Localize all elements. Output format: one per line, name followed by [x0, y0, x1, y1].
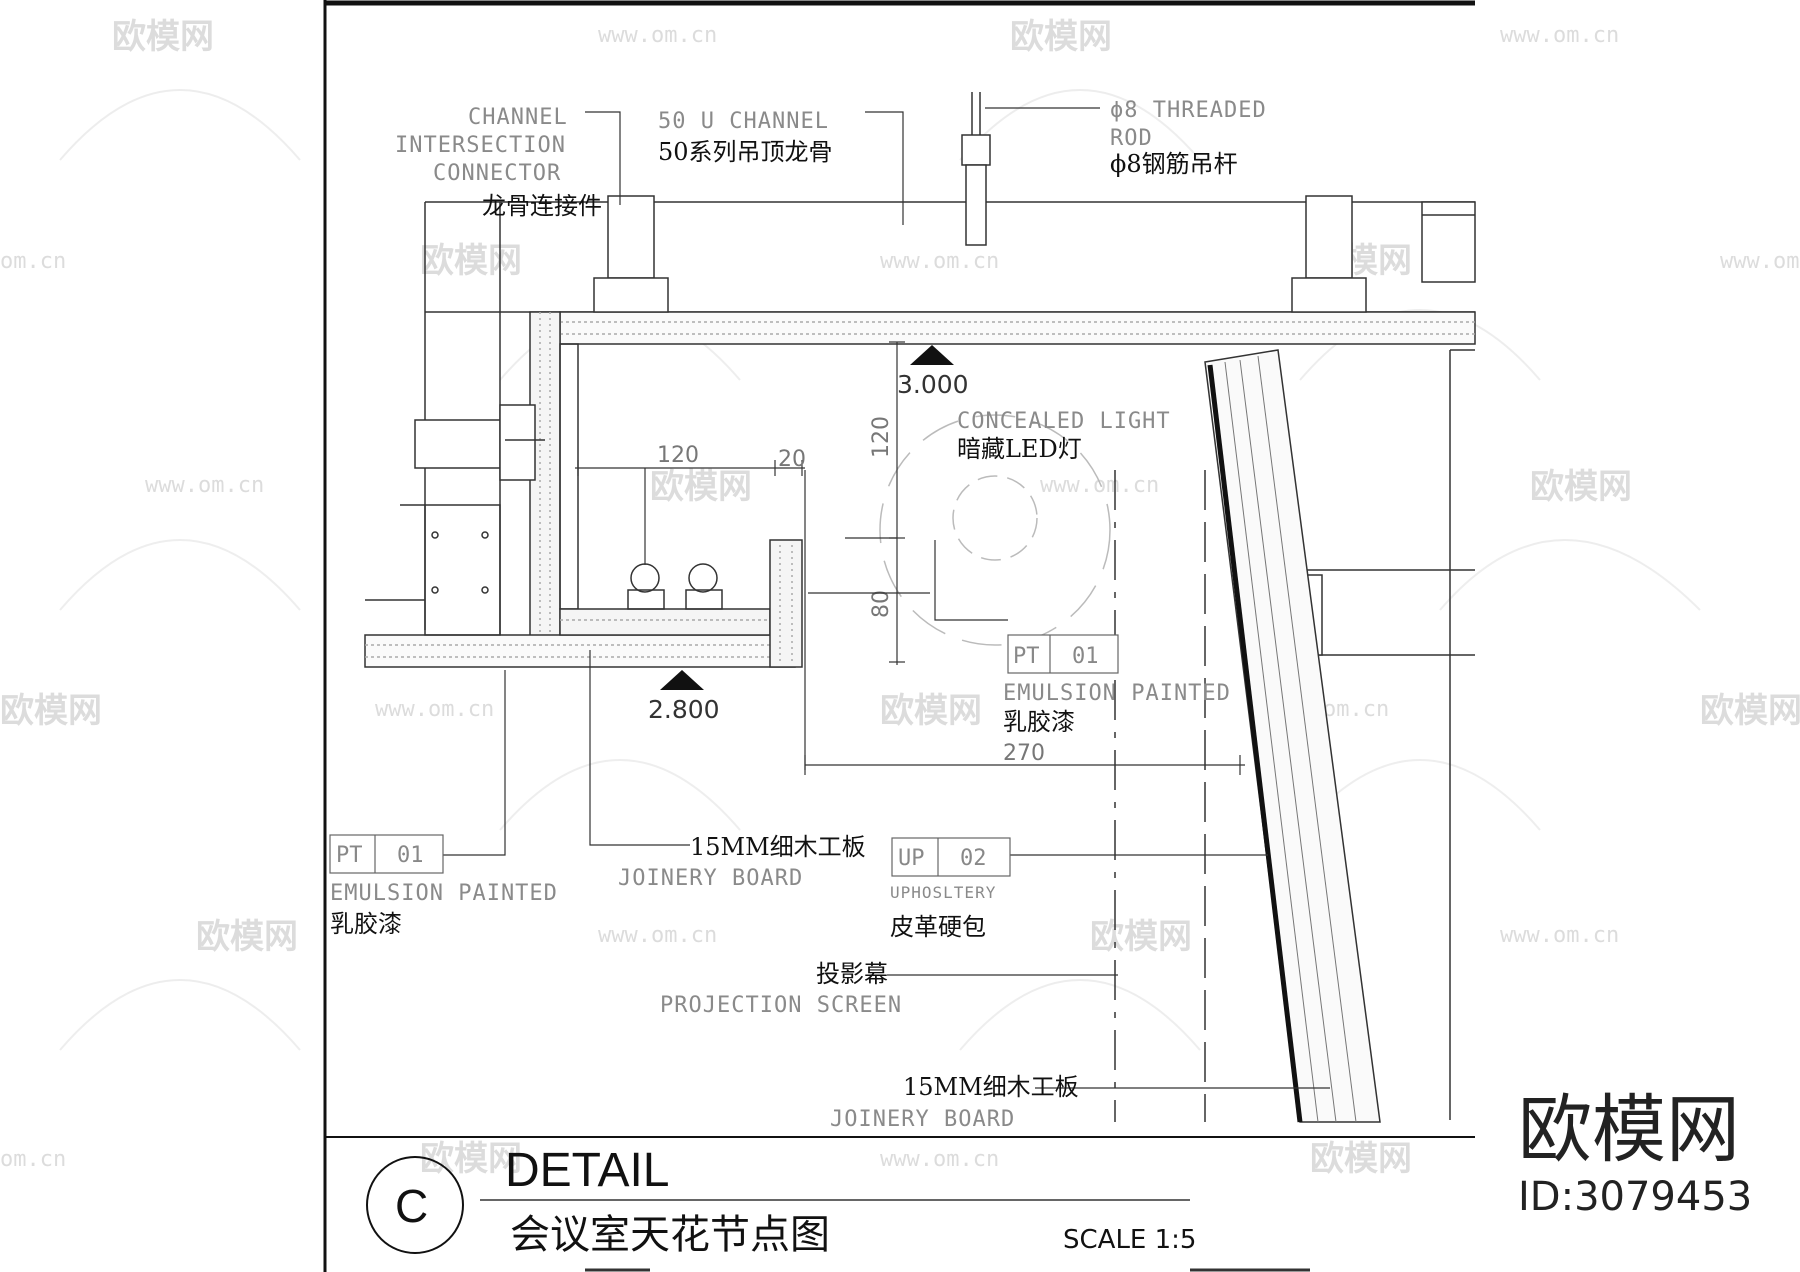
- label-concealed-light-en: CONCEALED LIGHT: [957, 409, 1171, 434]
- leader-lines: [443, 107, 1330, 1089]
- watermark-url: www.om.cn: [1500, 23, 1619, 48]
- label-upholstery-zh: 皮革硬包: [890, 913, 986, 941]
- watermark-brand: 欧模网: [196, 917, 298, 957]
- watermark-url: www.om.cn: [880, 1147, 999, 1172]
- dim-120-horizontal: 120: [657, 443, 699, 468]
- watermark-url: www.om.cn: [375, 697, 494, 722]
- brand-name: 欧模网: [1518, 1087, 1740, 1173]
- dimension-text: 120 20 120 80 270: [657, 416, 1045, 766]
- label-concealed-light-zh: 暗藏LED灯: [957, 435, 1082, 463]
- dim-20: 20: [778, 447, 806, 472]
- label-emulsion-zh-left: 乳胶漆: [330, 910, 402, 938]
- tag-pt-num: 01: [1072, 644, 1099, 669]
- watermark-url: om.cn: [0, 1147, 66, 1172]
- label-projection-en: PROJECTION SCREEN: [660, 993, 902, 1018]
- dim-120-vertical: 120: [869, 416, 894, 458]
- ceiling-structure: [364, 92, 1476, 1120]
- watermark-brand: 欧模网: [1310, 1139, 1412, 1179]
- watermark-brand: 欧模网: [1530, 467, 1632, 507]
- label-upholstery-en: UPHOSLTERY: [890, 883, 996, 902]
- label-threaded-rod-zh: ϕ8钢筋吊杆: [1110, 150, 1238, 178]
- label-projection-zh: 投影幕: [816, 960, 888, 988]
- watermark-brand: 欧模网: [112, 17, 214, 57]
- watermark-brand: 欧模网: [650, 467, 752, 507]
- tag-pt-code: PT: [336, 843, 363, 868]
- level-bottom: 2.800: [648, 695, 720, 724]
- label-u-channel-en: 50 U CHANNEL: [658, 109, 829, 134]
- sheet-frame: [323, 0, 1475, 1272]
- dim-270: 270: [1003, 741, 1045, 766]
- label-emulsion-en-right: EMULSION PAINTED: [1003, 681, 1231, 706]
- tag-box-pt-right: [1007, 634, 1119, 674]
- label-joinery-zh: 15MM细木工板: [690, 833, 866, 861]
- label-threaded-rod-en-2: ROD: [1110, 126, 1153, 151]
- label-threaded-rod-en-1: ϕ8 THREADED: [1110, 98, 1267, 123]
- tag-box-pt-left: [329, 834, 444, 874]
- watermark-url: www.om.cn: [1720, 249, 1800, 274]
- watermark-url: www.om.cn: [145, 473, 264, 498]
- tag-box-up: [891, 837, 1011, 877]
- scale-label: SCALE 1:5: [1063, 1225, 1196, 1255]
- dimension-lines: [575, 341, 1245, 775]
- label-channel-connector-en-1: CHANNEL: [468, 105, 568, 130]
- title-en: DETAIL: [505, 1144, 669, 1197]
- level-top: 3.000: [897, 370, 969, 399]
- brand-corner: 欧模网 ID:3079453: [1518, 1087, 1752, 1220]
- label-joinery-en: JOINERY BOARD: [618, 866, 803, 891]
- watermark-url: www.om.cn: [598, 23, 717, 48]
- label-joinery2-en: JOINERY BOARD: [830, 1107, 1015, 1132]
- tag-pt-code: PT: [1013, 644, 1040, 669]
- watermark-url: www.om.cn: [1040, 473, 1159, 498]
- watermark-brand: 欧模网: [420, 241, 522, 281]
- label-u-channel-zh: 50系列吊顶龙骨: [658, 138, 833, 166]
- watermark-brand: 欧模网: [1090, 917, 1192, 957]
- detail-marker-circle: [366, 1156, 464, 1254]
- label-emulsion-en-left: EMULSION PAINTED: [330, 881, 558, 906]
- watermark-brand: 欧模网: [1700, 691, 1800, 731]
- level-markers: 3.000 2.800: [648, 345, 969, 724]
- watermark-brand: 欧模网: [1010, 17, 1112, 57]
- label-emulsion-zh-right: 乳胶漆: [1003, 708, 1075, 736]
- label-channel-connector-en-3: CONNECTOR: [433, 161, 561, 186]
- watermark-brand: 欧模网: [0, 691, 102, 731]
- label-channel-connector-en-2: INTERSECTION: [395, 133, 566, 158]
- projection-screen-line: [1114, 470, 1206, 1122]
- annotations: CHANNEL INTERSECTION CONNECTOR 龙骨连接件 50 …: [329, 98, 1267, 1132]
- title-zh: 会议室天花节点图: [510, 1212, 830, 1258]
- brand-id: ID:3079453: [1518, 1174, 1752, 1220]
- tag-up-code: UP: [898, 846, 925, 871]
- label-joinery2-zh: 15MM细木工板: [903, 1073, 1079, 1101]
- dim-80: 80: [869, 590, 894, 618]
- detail-letter: C: [395, 1180, 428, 1232]
- watermark-brand: 欧模网: [420, 1139, 522, 1179]
- watermark-url: www.om.cn: [880, 249, 999, 274]
- upholstered-panel: [1204, 349, 1381, 1123]
- watermark-url: www.om.cn: [598, 923, 717, 948]
- watermark-brand: 欧模网: [880, 691, 982, 731]
- tag-up-num: 02: [960, 846, 987, 871]
- label-channel-connector-zh: 龙骨连接件: [482, 192, 602, 220]
- watermark-url: om.cn: [0, 249, 66, 274]
- title-block: C DETAIL 会议室天花节点图 SCALE 1:5: [366, 1144, 1310, 1272]
- tag-pt-num: 01: [397, 843, 424, 868]
- watermark-layer: 欧模网 欧模网 www.om.cn www.om.cn 欧模网 欧模网 om.c…: [0, 17, 1800, 1179]
- watermark-url: www.om.cn: [1500, 923, 1619, 948]
